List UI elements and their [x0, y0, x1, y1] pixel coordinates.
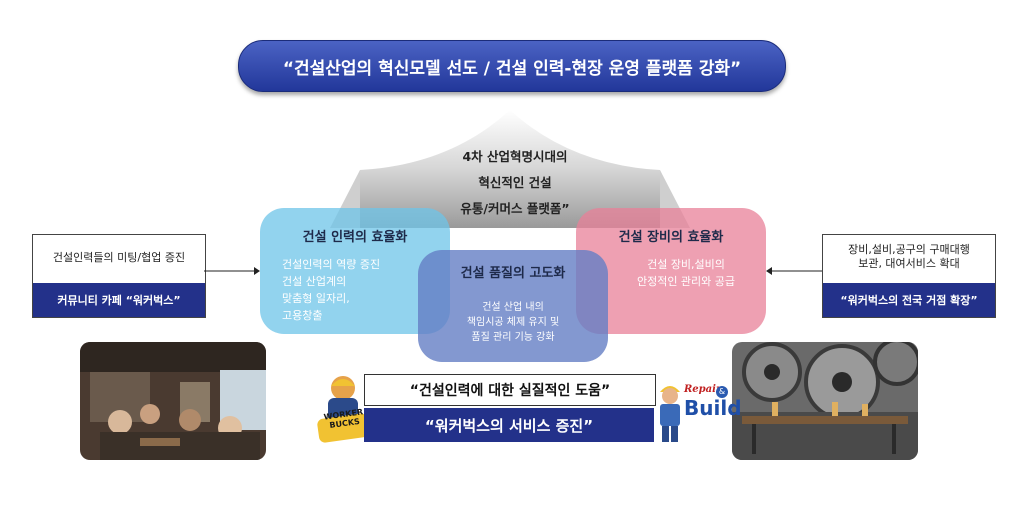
quality-advancement-title: 건설 품질의 고도화 [460, 266, 566, 281]
equipment-service-box: 장비,설비,공구의 구매대행 보관, 대여서비스 확대 “워커벅스의 전국 거점… [822, 234, 996, 318]
equipment-service-line: 보관, 대여서비스 확대 [858, 257, 960, 270]
roof-line-2: 혁신적인 건설 [478, 175, 552, 190]
service-enhancement-quote: “워커벅스의 서비스 증진” [364, 408, 654, 442]
equipment-efficiency-text: 건설 장비,설비의 안정적인 관리와 공급 [616, 256, 756, 290]
quality-line: 건설 산업 내의 [482, 302, 544, 313]
labor-line: 고용창출 [282, 309, 323, 322]
community-cafe-bar: 커뮤니티 카페 “워커벅스” [33, 283, 205, 317]
repair-build-worker [660, 386, 680, 442]
quality-line: 품질 관리 기능 강화 [471, 332, 555, 343]
worker-bucks-logo [317, 376, 369, 443]
gears-photo [732, 342, 918, 460]
labor-line: 맞춤형 일자리, [282, 292, 350, 305]
quality-advancement-block [418, 250, 608, 362]
repair-word: Repair [684, 384, 722, 395]
labor-line: 건설 산업계의 [282, 275, 347, 288]
quality-advancement-text: 건설 산업 내의 책임시공 체제 유지 및 품질 관리 기능 강화 [418, 300, 608, 345]
labor-line: 건설인력의 역량 증진 [282, 258, 381, 271]
right-arrow [766, 267, 822, 275]
equipment-line: 건설 장비,설비의 [647, 258, 725, 271]
labor-efficiency-title: 건설 인력의 효율화 [302, 230, 408, 245]
nationwide-expansion-bar: “워커벅스의 전국 거점 확장” [823, 283, 995, 317]
ampersand-badge: & [716, 386, 728, 398]
equipment-line: 안정적인 관리와 공급 [636, 275, 736, 288]
cafe-photo [80, 342, 266, 460]
community-box-title: 건설인력들의 미팅/협업 증진 [52, 251, 186, 264]
equipment-efficiency-title: 건설 장비의 효율화 [618, 230, 724, 245]
equipment-service-line: 장비,설비,공구의 구매대행 [848, 243, 970, 256]
quality-line: 책임시공 체제 유지 및 [466, 317, 560, 328]
equipment-service-title: 장비,설비,공구의 구매대행 보관, 대여서비스 확대 [823, 243, 995, 271]
practical-help-quote: “건설인력에 대한 실질적인 도움” [364, 374, 656, 406]
top-banner: “건설산업의 혁신모델 선도 / 건설 인력-현장 운영 플랫폼 강화” [238, 40, 786, 92]
community-box: 건설인력들의 미팅/협업 증진 커뮤니티 카페 “워커벅스” [32, 234, 206, 318]
build-word: Build [684, 396, 742, 420]
roof-line-1: 4차 산업혁명시대의 [462, 149, 568, 164]
left-arrow [204, 267, 260, 275]
roof-line-3: 유통/커머스 플랫폼” [460, 201, 570, 216]
labor-efficiency-text: 건설인력의 역량 증진 건설 산업계의 맞춤형 일자리, 고용창출 [282, 256, 380, 324]
